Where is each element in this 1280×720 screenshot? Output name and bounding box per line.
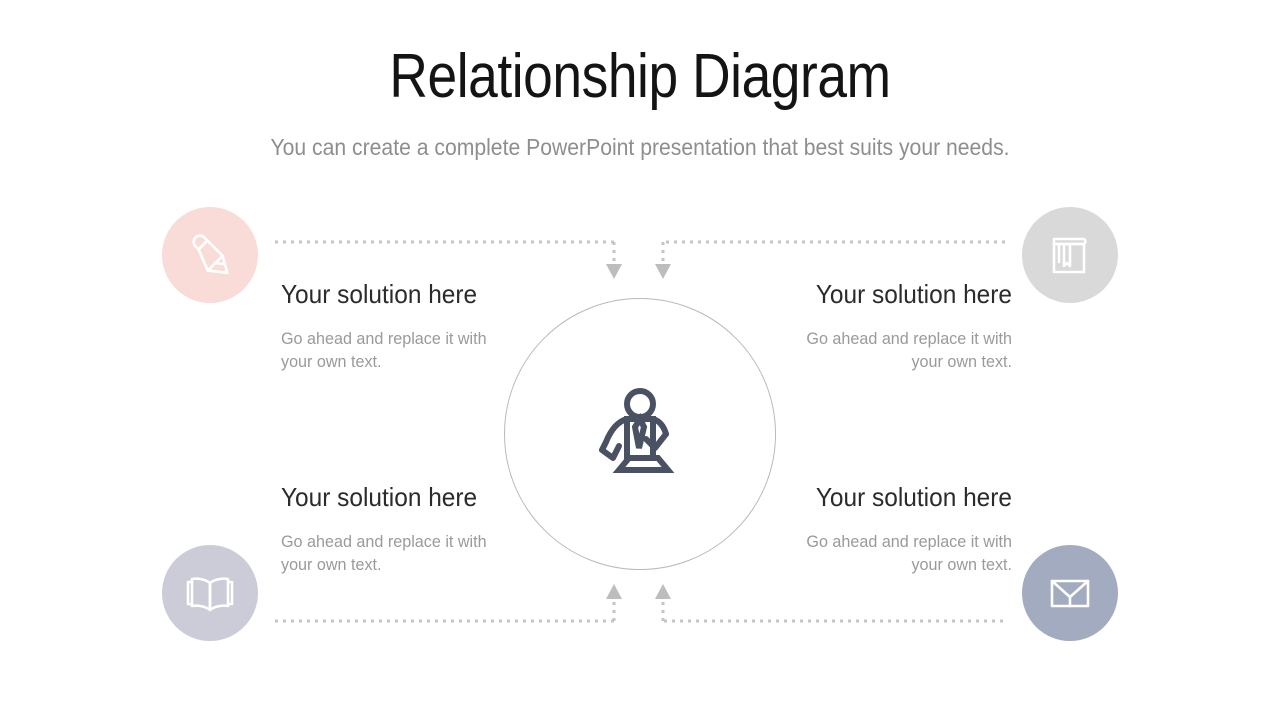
node-body-top-right: Go ahead and replace it with your own te… bbox=[806, 328, 1012, 371]
envelope-icon bbox=[1050, 579, 1090, 608]
presenter-at-podium-icon bbox=[599, 388, 675, 473]
node-title-bottom-right: Your solution here bbox=[815, 482, 1012, 512]
arrow-bottom-left-to-center bbox=[606, 584, 622, 599]
node-text-top-left: Your solution here Go ahead and replace … bbox=[281, 279, 513, 374]
book-open-icon bbox=[186, 577, 234, 612]
page-subtitle: You can create a complete PowerPoint pre… bbox=[270, 134, 1010, 160]
node-title-top-right: Your solution here bbox=[815, 279, 1012, 309]
arrow-top-right-to-center bbox=[655, 264, 671, 279]
node-icon-bubble-bottom-left[interactable] bbox=[162, 545, 258, 641]
arrow-top-left-to-center bbox=[606, 264, 622, 279]
node-title-bottom-left: Your solution here bbox=[281, 482, 478, 512]
pencil-icon bbox=[192, 234, 229, 275]
node-title-top-left: Your solution here bbox=[281, 279, 478, 309]
page-title: Relationship Diagram bbox=[389, 42, 891, 111]
node-text-top-right: Your solution here Go ahead and replace … bbox=[780, 279, 1012, 374]
arrow-bottom-right-to-center bbox=[655, 584, 671, 599]
node-text-bottom-right: Your solution here Go ahead and replace … bbox=[780, 482, 1012, 577]
node-text-bottom-left: Your solution here Go ahead and replace … bbox=[281, 482, 513, 577]
node-icon-bubble-top-right[interactable] bbox=[1022, 207, 1118, 303]
center-hub-circle bbox=[504, 298, 776, 570]
node-icon-bubble-bottom-right[interactable] bbox=[1022, 545, 1118, 641]
node-icon-bubble-top-left[interactable] bbox=[162, 207, 258, 303]
node-body-bottom-left: Go ahead and replace it with your own te… bbox=[281, 531, 487, 574]
node-body-bottom-right: Go ahead and replace it with your own te… bbox=[806, 531, 1012, 574]
book-closed-icon bbox=[1052, 237, 1087, 274]
node-body-top-left: Go ahead and replace it with your own te… bbox=[281, 328, 487, 371]
